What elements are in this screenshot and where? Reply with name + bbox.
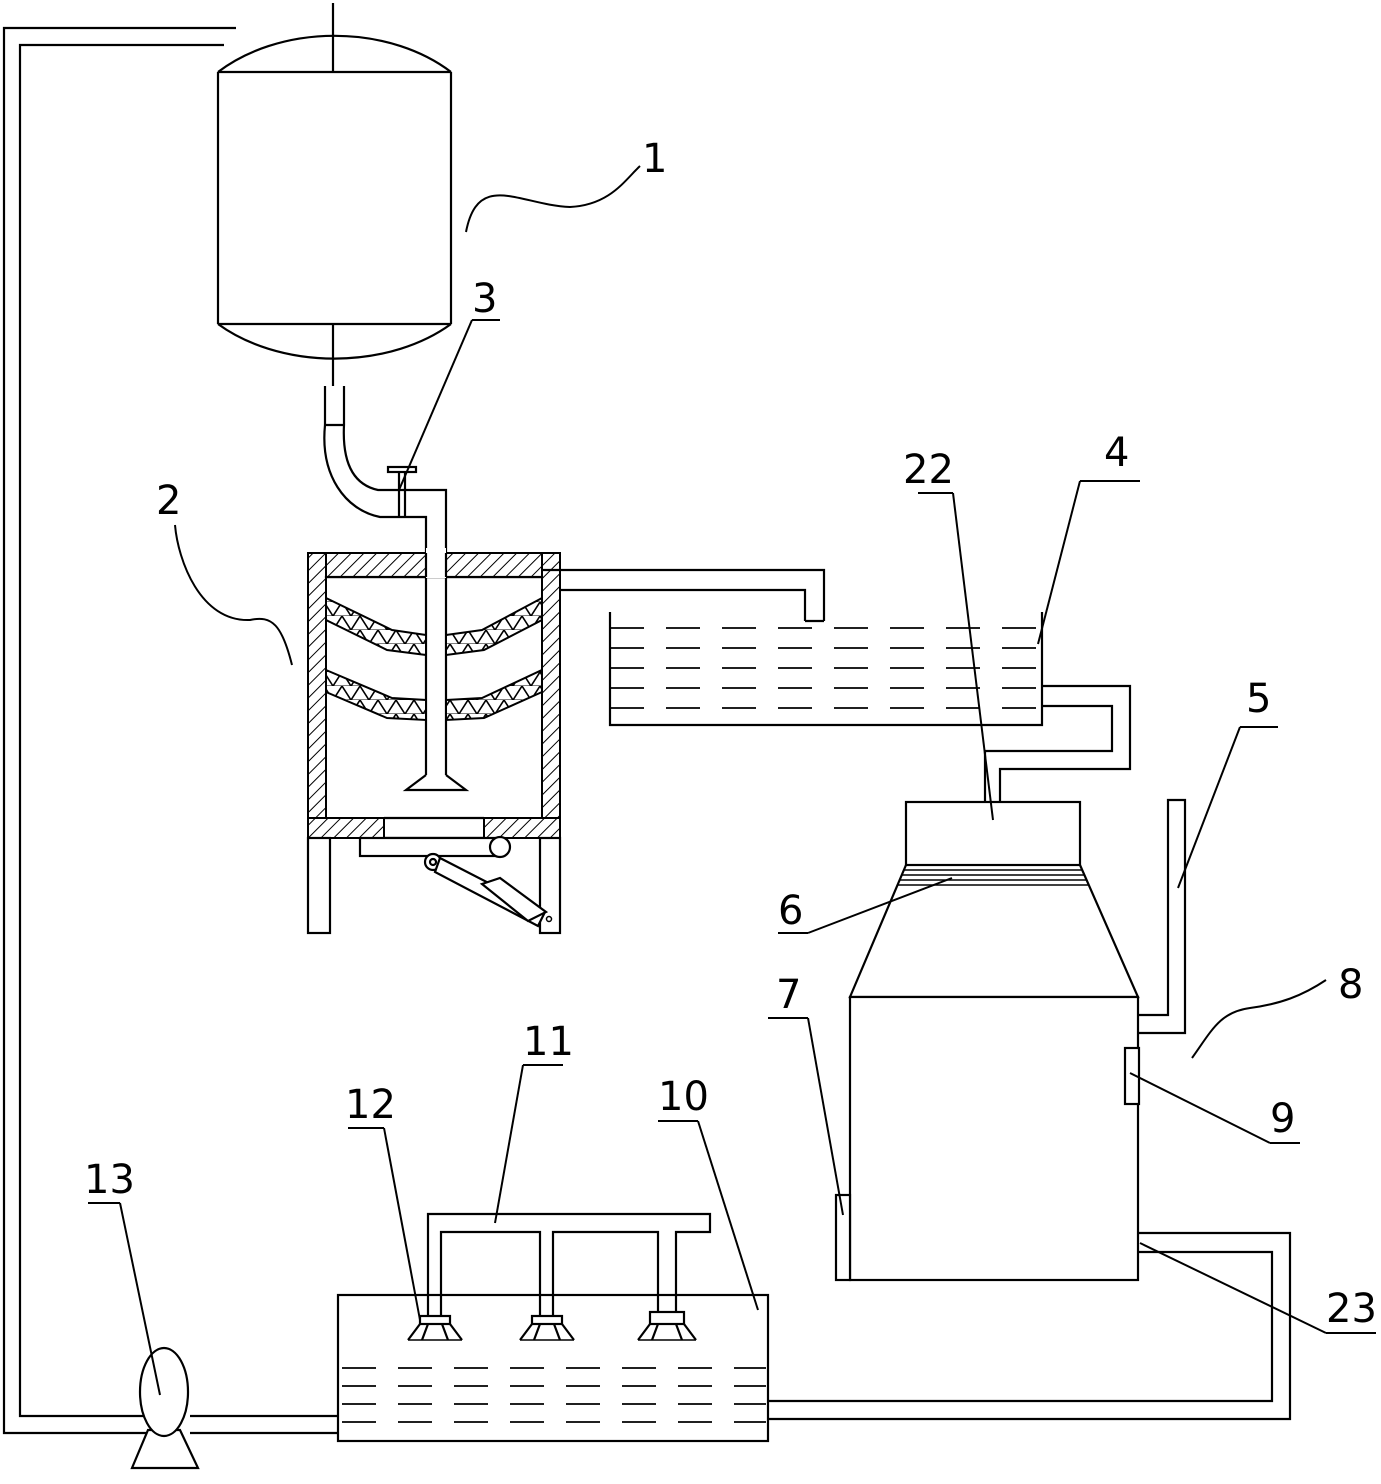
label-6: 6 bbox=[778, 888, 803, 934]
label-5: 5 bbox=[1246, 676, 1271, 722]
pump bbox=[132, 1348, 198, 1468]
label-2: 2 bbox=[156, 478, 181, 524]
label-10: 10 bbox=[658, 1074, 709, 1120]
leader-2 bbox=[175, 525, 292, 665]
leader-lines bbox=[88, 166, 1376, 1395]
leader-12 bbox=[384, 1128, 420, 1320]
leader-5 bbox=[1178, 727, 1240, 888]
part-labels: 1 2 3 4 5 6 7 8 9 10 11 12 13 22 23 bbox=[84, 136, 1377, 1332]
leader-9 bbox=[1130, 1073, 1270, 1143]
reactor-outlet-pipe bbox=[542, 570, 824, 621]
filter-plates bbox=[326, 598, 542, 720]
label-4: 4 bbox=[1104, 430, 1129, 476]
valve bbox=[388, 467, 416, 517]
label-11: 11 bbox=[523, 1019, 574, 1065]
separator-vessel bbox=[836, 802, 1139, 1280]
return-pipe-loop bbox=[4, 28, 340, 1433]
leader-1 bbox=[466, 166, 640, 232]
washing-trough bbox=[610, 612, 1042, 725]
label-9: 9 bbox=[1270, 1096, 1295, 1142]
reactor-support bbox=[308, 837, 560, 933]
leader-7 bbox=[808, 1018, 843, 1215]
leader-11 bbox=[495, 1065, 523, 1223]
leader-4 bbox=[1038, 481, 1080, 644]
leader-23 bbox=[1140, 1243, 1326, 1333]
leader-13 bbox=[120, 1203, 160, 1395]
label-7: 7 bbox=[776, 972, 801, 1018]
leader-22 bbox=[953, 493, 993, 820]
label-12: 12 bbox=[345, 1082, 396, 1128]
gas-outlet-pipe bbox=[1138, 800, 1185, 1033]
leader-8 bbox=[1192, 980, 1326, 1058]
label-8: 8 bbox=[1338, 962, 1363, 1008]
leader-10 bbox=[698, 1121, 758, 1310]
label-13: 13 bbox=[84, 1157, 135, 1203]
tank-outlet-pipe bbox=[324, 386, 400, 517]
storage-tank bbox=[218, 3, 451, 386]
label-22: 22 bbox=[903, 447, 954, 493]
label-1: 1 bbox=[642, 136, 667, 182]
label-23: 23 bbox=[1326, 1286, 1377, 1332]
label-3: 3 bbox=[472, 276, 497, 322]
